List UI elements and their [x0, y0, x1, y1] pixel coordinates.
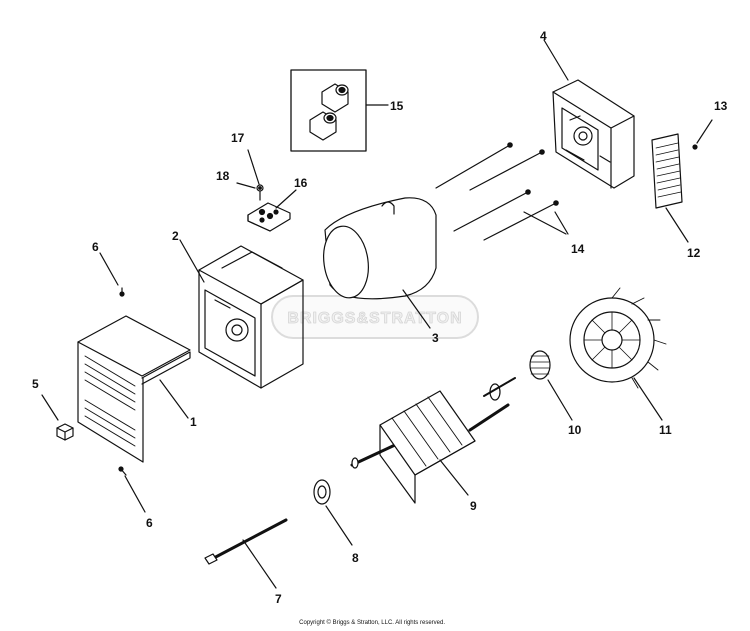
callout-8: 8 — [352, 551, 359, 565]
callout-2: 2 — [172, 229, 179, 243]
callout-labels: 4 13 15 17 18 16 2 6 14 12 3 5 1 10 11 9… — [32, 29, 728, 606]
part-1-cover — [77, 252, 191, 513]
part-14-thru-bolts — [435, 142, 569, 241]
part-4-end-bell — [543, 39, 635, 189]
callout-6-top: 6 — [92, 240, 99, 254]
part-5-plug — [41, 394, 74, 441]
callout-12: 12 — [687, 246, 701, 260]
part-9-rotor — [350, 377, 516, 504]
callout-3: 3 — [432, 331, 439, 345]
brand-watermark: BRIGGS&STRATTON — [271, 295, 479, 339]
callout-6-bottom: 6 — [146, 516, 153, 530]
callout-11: 11 — [659, 423, 672, 437]
copyright-text: Copyright © Briggs & Stratton, LLC. All … — [299, 620, 445, 626]
callout-15: 15 — [390, 99, 404, 113]
callout-16: 16 — [294, 176, 308, 190]
part-2-control-box — [179, 239, 304, 389]
part-15-brushes — [290, 69, 389, 152]
part-3-stator — [323, 197, 437, 329]
callout-4: 4 — [540, 29, 547, 43]
part-12-grille — [651, 119, 713, 243]
part-7-rod — [204, 518, 288, 589]
watermark-text: BRIGGS&STRATTON — [287, 310, 462, 327]
callout-18: 18 — [216, 169, 230, 183]
callout-17: 17 — [231, 131, 245, 145]
callout-13: 13 — [714, 99, 728, 113]
callout-10: 10 — [568, 423, 582, 437]
part-11-fan — [569, 287, 667, 421]
callout-14: 14 — [571, 242, 585, 256]
callout-7: 7 — [275, 592, 282, 606]
callout-9: 9 — [470, 499, 477, 513]
callout-5: 5 — [32, 377, 39, 391]
callout-1: 1 — [190, 415, 197, 429]
part-10-needle-bearing — [529, 350, 573, 421]
part-16-rectifier — [236, 149, 297, 232]
part-8-bearing — [313, 479, 353, 546]
copyright-notice: Copyright © Briggs & Stratton, LLC. All … — [0, 620, 750, 626]
